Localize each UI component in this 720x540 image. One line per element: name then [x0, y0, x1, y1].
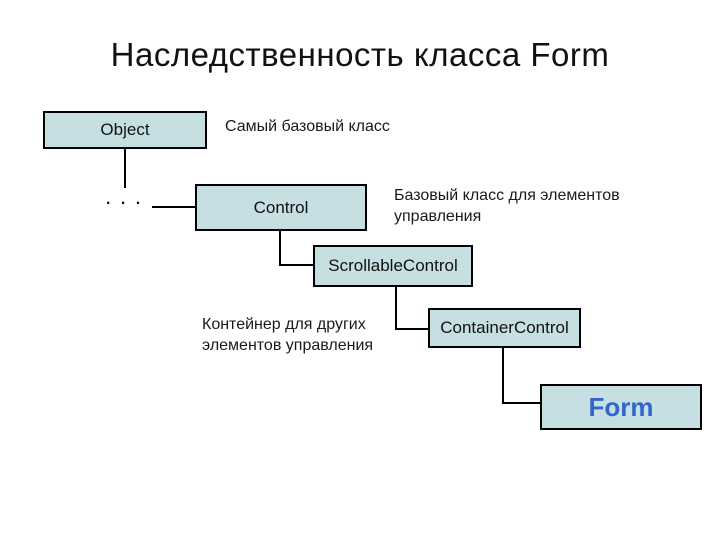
annotation-container: Контейнер для других элементов управлени…	[202, 314, 373, 356]
class-node-form-label: Form	[588, 391, 654, 422]
annotation-control-line1: Базовый класс для элементов	[394, 187, 620, 204]
annotation-control: Базовый класс для элементов управления	[394, 185, 620, 227]
annotation-object-text: Самый базовый класс	[225, 118, 390, 135]
class-node-form: Form	[540, 384, 702, 430]
class-node-scrollablecontrol: ScrollableControl	[313, 245, 473, 287]
class-node-object-label: Object	[100, 120, 150, 139]
annotation-container-line1: Контейнер для других	[202, 316, 366, 333]
annotation-object: Самый базовый класс	[225, 116, 390, 137]
class-node-scrollablecontrol-label: ScrollableControl	[328, 256, 458, 275]
class-node-containercontrol-label: ContainerControl	[440, 318, 569, 337]
connector-control-down	[279, 230, 281, 266]
connector-scrollable-to-container	[395, 328, 429, 330]
slide-title: Наследственность класса Form	[110, 36, 610, 73]
annotation-container-line2: элементов управления	[202, 337, 374, 354]
connector-container-to-form	[502, 402, 541, 404]
class-node-containercontrol: ContainerControl	[428, 308, 581, 348]
class-node-control-label: Control	[253, 197, 309, 217]
annotation-control-line2: управления	[394, 208, 482, 225]
connector-control-to-scrollable	[279, 264, 314, 266]
connector-container-down	[502, 347, 504, 404]
class-node-object: Object	[43, 111, 207, 149]
connector-dots-to-control	[152, 206, 195, 208]
connector-scrollable-down	[395, 286, 397, 330]
class-node-control: Control	[195, 184, 367, 231]
inheritance-ellipsis: . . .	[106, 191, 144, 208]
connector-object-down	[124, 148, 126, 188]
